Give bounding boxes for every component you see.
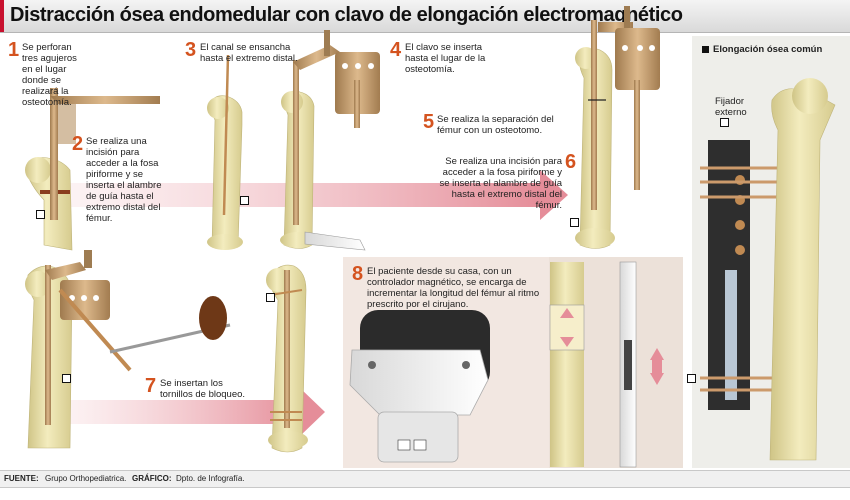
- page-title: Distracción ósea endomedular con clavo d…: [10, 4, 683, 26]
- femur-common: [769, 78, 836, 461]
- label-marker: [720, 118, 729, 127]
- femur-step-1: [25, 88, 160, 251]
- label-marker: [240, 196, 249, 205]
- step-2-number: 2: [72, 133, 84, 155]
- footer: FUENTE: Grupo Orthopediatrica. GRÁFICO: …: [0, 470, 850, 488]
- step-6-number: 6: [565, 151, 577, 173]
- label-marker: [62, 374, 71, 383]
- step-3-number: 3: [185, 39, 197, 61]
- step-1-number: 1: [8, 39, 20, 61]
- step-4-number: 4: [390, 39, 402, 61]
- femur-step-4: [280, 30, 380, 251]
- step-8-number: 8: [352, 263, 364, 285]
- label-marker: [687, 374, 696, 383]
- magnetic-controller: [349, 310, 490, 463]
- step-4-text: El clavo se inserta hasta el lugar de la…: [405, 42, 486, 75]
- label-marker: [266, 293, 275, 302]
- fixator-label: Fijador externo: [715, 96, 747, 118]
- step-5-number: 5: [423, 111, 435, 133]
- common-heading: Elongación ósea común: [713, 44, 823, 55]
- footer-graphic-value: Dpto. de Infografía.: [176, 474, 245, 483]
- footer-source-label: FUENTE:: [4, 474, 39, 483]
- title-accent: [0, 0, 4, 32]
- step-6-text: Se realiza una incisión para acceder a l…: [439, 156, 562, 211]
- flow-arrow-bottom: [60, 388, 325, 436]
- step-7-text: Se insertan los tornillos de bloqueo.: [160, 378, 246, 400]
- femur-step-3: [207, 54, 243, 250]
- step-7-number: 7: [145, 375, 157, 397]
- femur-step-7: [25, 250, 231, 449]
- footer-graphic-label: GRÁFICO:: [132, 474, 172, 483]
- label-marker: [36, 210, 45, 219]
- femur-step-7-final: [266, 264, 308, 453]
- external-fixator: [700, 140, 800, 410]
- step-1-text: Se perforan tres agujeros en el lugar do…: [22, 42, 77, 108]
- femur-step-6: [575, 6, 660, 249]
- step-5-text: Se realiza la separación del fémur con u…: [437, 114, 554, 136]
- heading-bullet: [702, 46, 709, 53]
- step-2-text: Se realiza una incisión para acceder a l…: [86, 136, 162, 224]
- title-bar: Distracción ósea endomedular con clavo d…: [0, 0, 850, 33]
- bone-detail-step-8: [549, 261, 664, 468]
- footer-source-value: Grupo Orthopediatrica.: [45, 474, 127, 483]
- label-marker: [570, 218, 579, 227]
- step-8-text: El paciente desde su casa, con un contro…: [367, 266, 540, 310]
- step-3-text: El canal se ensancha hasta el extremo di…: [200, 42, 298, 64]
